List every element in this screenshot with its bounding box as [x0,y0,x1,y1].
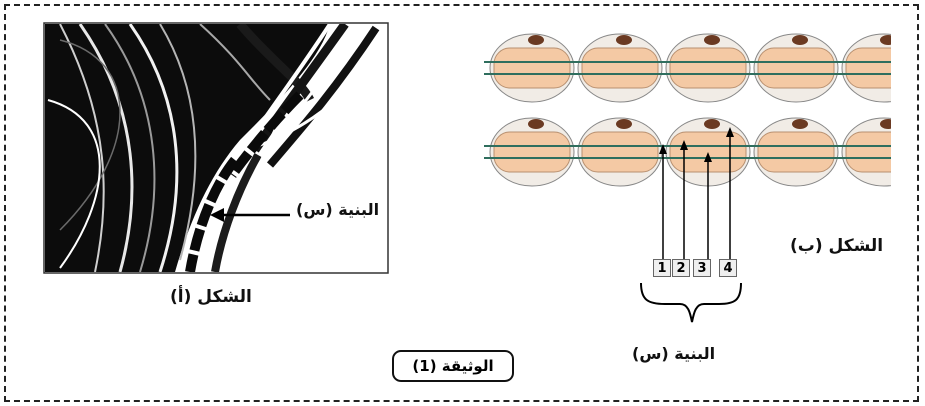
nucleus [792,119,808,129]
number-box-1: 1 [653,259,671,277]
myelin-sheath [845,47,891,89]
nucleus [880,119,891,129]
nucleus [880,35,891,45]
figure-b-caption: الشكل (ب) [790,236,884,256]
nucleus [616,119,632,129]
nucleus [528,35,544,45]
document-title: الوثيقة (1) [392,350,514,382]
number-box-3: 3 [693,259,711,277]
number-box-2: 2 [672,259,690,277]
pointer-arrows [659,127,734,259]
myelin-sheath [757,131,835,173]
document-frame [4,4,919,402]
figure-a-caption: الشكل (أ) [170,287,252,307]
myelin-sheath [757,47,835,89]
myelin-sheath [581,131,659,173]
number-box-4: 4 [719,259,737,277]
myelin-sheath [669,47,747,89]
nucleus [704,119,720,129]
myelin-sheath [493,47,571,89]
nucleus [528,119,544,129]
structure-label-b: البنية (س) [632,344,716,363]
brace [640,282,742,323]
nucleus [792,35,808,45]
nucleus [616,35,632,45]
myelin-sheath [581,47,659,89]
structure-label-a: البنية (س) [296,200,380,219]
nucleus [704,35,720,45]
myelin-sheath [493,131,571,173]
myelin-sheath [845,131,891,173]
